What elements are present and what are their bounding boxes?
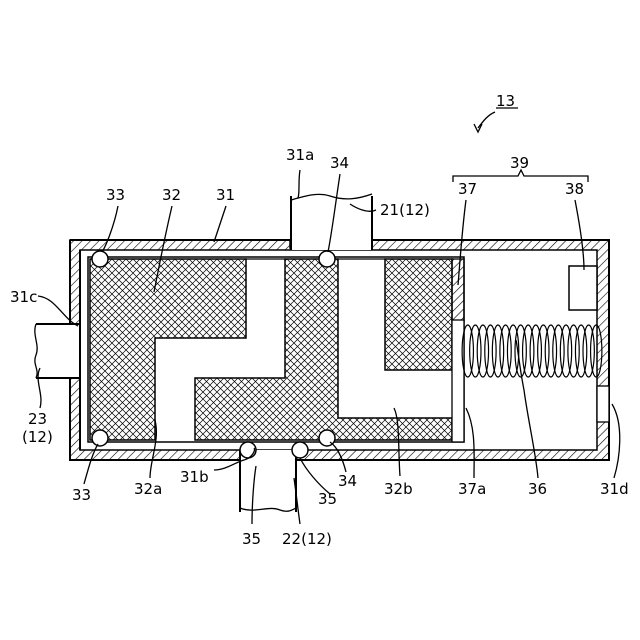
label-35-bottom: 35 bbox=[242, 530, 261, 548]
port-31d bbox=[597, 386, 609, 422]
label-31c: 31c bbox=[10, 288, 37, 306]
roller-34-top bbox=[319, 251, 335, 267]
spool-body-right bbox=[385, 259, 452, 370]
label-38: 38 bbox=[565, 180, 584, 198]
label-34-bottom: 34 bbox=[338, 472, 357, 490]
label-32: 32 bbox=[162, 186, 181, 204]
label-33-bottom: 33 bbox=[72, 486, 91, 504]
label-34-top: 34 bbox=[330, 154, 349, 172]
port-22 bbox=[240, 450, 296, 512]
label-33-top: 33 bbox=[106, 186, 125, 204]
label-12-left: (12) bbox=[22, 428, 53, 446]
label-37a: 37a bbox=[458, 480, 486, 498]
label-35-right: 35 bbox=[318, 490, 337, 508]
label-37: 37 bbox=[458, 180, 477, 198]
label-32b: 32b bbox=[384, 480, 413, 498]
label-31a: 31a bbox=[286, 146, 314, 164]
roller-33-bottom bbox=[92, 430, 108, 446]
label-13: 13 bbox=[496, 92, 515, 110]
roller-35-right bbox=[292, 442, 308, 458]
label-39: 39 bbox=[510, 154, 529, 172]
roller-33-top bbox=[92, 251, 108, 267]
label-32a: 32a bbox=[134, 480, 162, 498]
label-31: 31 bbox=[216, 186, 235, 204]
label-31d: 31d bbox=[600, 480, 629, 498]
label-21-12: 21(12) bbox=[380, 201, 430, 219]
label-31b: 31b bbox=[180, 468, 209, 486]
port-21 bbox=[290, 194, 372, 250]
label-36: 36 bbox=[528, 480, 547, 498]
label-23: 23 bbox=[28, 410, 47, 428]
roller-35-left bbox=[240, 442, 256, 458]
label-22-12: 22(12) bbox=[282, 530, 332, 548]
block-38 bbox=[569, 266, 597, 310]
